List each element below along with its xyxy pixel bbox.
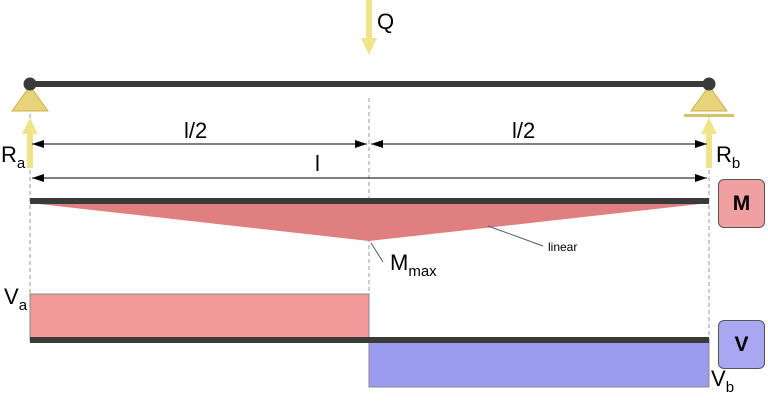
left-support (11, 85, 49, 112)
dim-span-label: l (315, 151, 320, 176)
dim-half-left-label: l/2 (184, 118, 207, 143)
reaction-arrow-left (22, 118, 38, 168)
shear-negative-area (368, 339, 710, 388)
reaction-right-label: Rb (716, 142, 740, 172)
left-hinge (23, 77, 37, 91)
shear-right-label: Vb (711, 366, 734, 396)
load-label: Q (377, 9, 394, 34)
shear-tag: V (718, 320, 765, 369)
shear-positive-area (29, 293, 370, 341)
load-arrow (361, 0, 377, 55)
right-support (684, 85, 734, 117)
moment-tag: M (718, 179, 765, 228)
linear-pointer (487, 225, 544, 247)
linear-label: linear (548, 240, 577, 254)
moment-max-label: Mmax (390, 250, 437, 280)
moment-max-pointer (370, 242, 384, 263)
right-hinge (702, 77, 716, 91)
shear-left-label: Va (4, 284, 28, 314)
reaction-arrow-right (701, 118, 717, 168)
reaction-left-label: Ra (1, 142, 26, 172)
moment-area (30, 203, 709, 241)
dim-half-right-label: l/2 (512, 118, 535, 143)
